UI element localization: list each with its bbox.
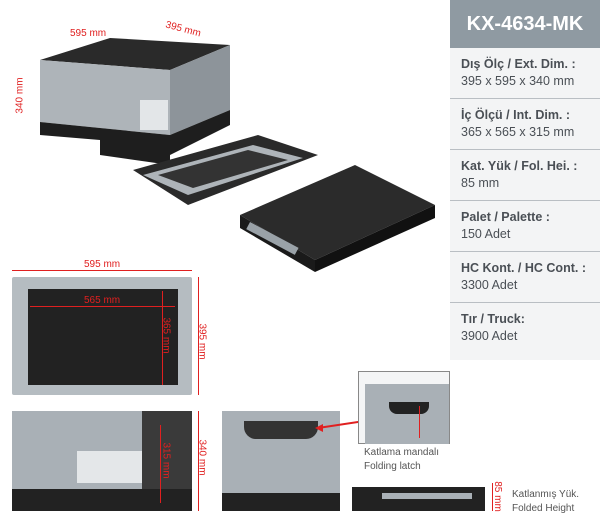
folded-caption-en: Folded Height [512, 503, 575, 514]
iso-height-label: 340 mm [14, 77, 26, 114]
spec-row: Kat. Yük / Fol. Hei. : 85 mm [450, 150, 600, 201]
spec-value: 395 x 595 x 340 mm [461, 74, 575, 88]
folded-height-label: 85 mm [491, 481, 503, 512]
spec-row: İç Ölçü / Int. Dim. : 365 x 565 x 315 mm [450, 99, 600, 150]
side-height-label: 340 mm [196, 439, 208, 476]
spec-panel: KX-4634-MK Dış Ölç / Ext. Dim. : 395 x 59… [450, 0, 600, 360]
end-view-image [222, 411, 340, 511]
spec-value: 365 x 565 x 315 mm [461, 125, 575, 139]
spec-row: Tır / Truck: 3900 Adet [450, 303, 600, 354]
spec-label: Dış Ölç / Ext. Dim. : [461, 57, 576, 71]
folded-view-image [352, 483, 485, 511]
top-width-label: 395 mm [196, 323, 208, 360]
spec-row: Dış Ölç / Ext. Dim. : 395 x 595 x 340 mm [450, 48, 600, 99]
latch-detail-image [358, 371, 450, 444]
spec-row: Palet / Palette : 150 Adet [450, 201, 600, 252]
side-inner-height-label: 315 mm [160, 442, 172, 479]
spec-row: HC Kont. / HC Cont. : 3300 Adet [450, 252, 600, 303]
spec-label: Kat. Yük / Fol. Hei. : [461, 159, 578, 173]
spec-value: 3900 Adet [461, 329, 518, 343]
spec-label: HC Kont. / HC Cont. : [461, 261, 586, 275]
spec-label: Tır / Truck: [461, 312, 525, 326]
top-inner-width-label: 365 mm [160, 317, 172, 354]
crate-iso-drawing [40, 38, 230, 165]
crate-folded-image [235, 160, 440, 275]
top-length-label: 595 mm [84, 259, 121, 270]
spec-value: 150 Adet [461, 227, 511, 241]
crate-folding-image [128, 120, 328, 210]
top-inner-length-label: 565 mm [84, 295, 121, 306]
folded-caption-tr: Katlanmış Yük. [512, 489, 580, 500]
spec-label: Palet / Palette : [461, 210, 550, 224]
crate-isometric-image [30, 30, 240, 170]
model-title: KX-4634-MK [450, 0, 600, 48]
spec-label: İç Ölçü / Int. Dim. : [461, 108, 571, 122]
spec-value: 85 mm [461, 176, 500, 190]
latch-caption-tr: Katlama mandalı [364, 447, 440, 458]
iso-length-label: 595 mm [70, 28, 107, 39]
spec-value: 3300 Adet [461, 278, 518, 292]
side-view-image [12, 411, 192, 511]
latch-caption-en: Folding latch [364, 461, 421, 472]
